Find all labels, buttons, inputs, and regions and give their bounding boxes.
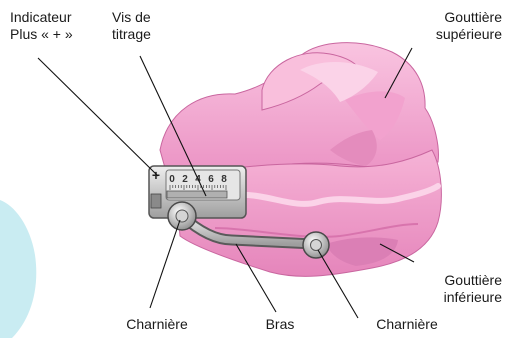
upper-tray-label: Gouttière supérieure <box>410 9 502 43</box>
right-hinge <box>303 232 329 258</box>
left-hinge-label: Charnière <box>112 316 202 333</box>
indicator-label: Indicateur Plus « + » <box>10 9 73 43</box>
indicator-leader-line <box>38 58 158 176</box>
left-hinge-leader-line <box>150 220 180 308</box>
titration-screw-label-line1: Vis de <box>112 9 151 26</box>
scale-tick-label: 2 <box>182 174 188 185</box>
scale-tick-label: 8 <box>221 174 227 185</box>
upper-tray-label-line1: Gouttière <box>410 9 502 26</box>
plus-indicator-sign: + <box>152 167 160 183</box>
lower-tray-label-line2: inférieure <box>410 289 502 306</box>
right-hinge-label: Charnière <box>362 316 452 333</box>
lower-tray-label-line1: Gouttière <box>410 272 502 289</box>
indicator-label-line2: Plus « + » <box>10 26 73 43</box>
scale-tick-label: 0 <box>169 174 175 185</box>
background-accent-shape <box>0 200 36 338</box>
upper-tray-label-line2: supérieure <box>410 26 502 43</box>
left-hinge <box>168 202 196 230</box>
titration-screw-assembly: + – 0 2 4 6 8 <box>149 166 246 218</box>
indicator-label-line1: Indicateur <box>10 9 73 26</box>
scale-tick-label: 6 <box>208 174 214 185</box>
titration-screw-label: Vis de titrage <box>112 9 151 43</box>
titration-screw-label-line2: titrage <box>112 26 151 43</box>
lower-tray-label: Gouttière inférieure <box>410 272 502 306</box>
screw-rod <box>167 191 227 198</box>
arm-label: Bras <box>258 316 302 333</box>
